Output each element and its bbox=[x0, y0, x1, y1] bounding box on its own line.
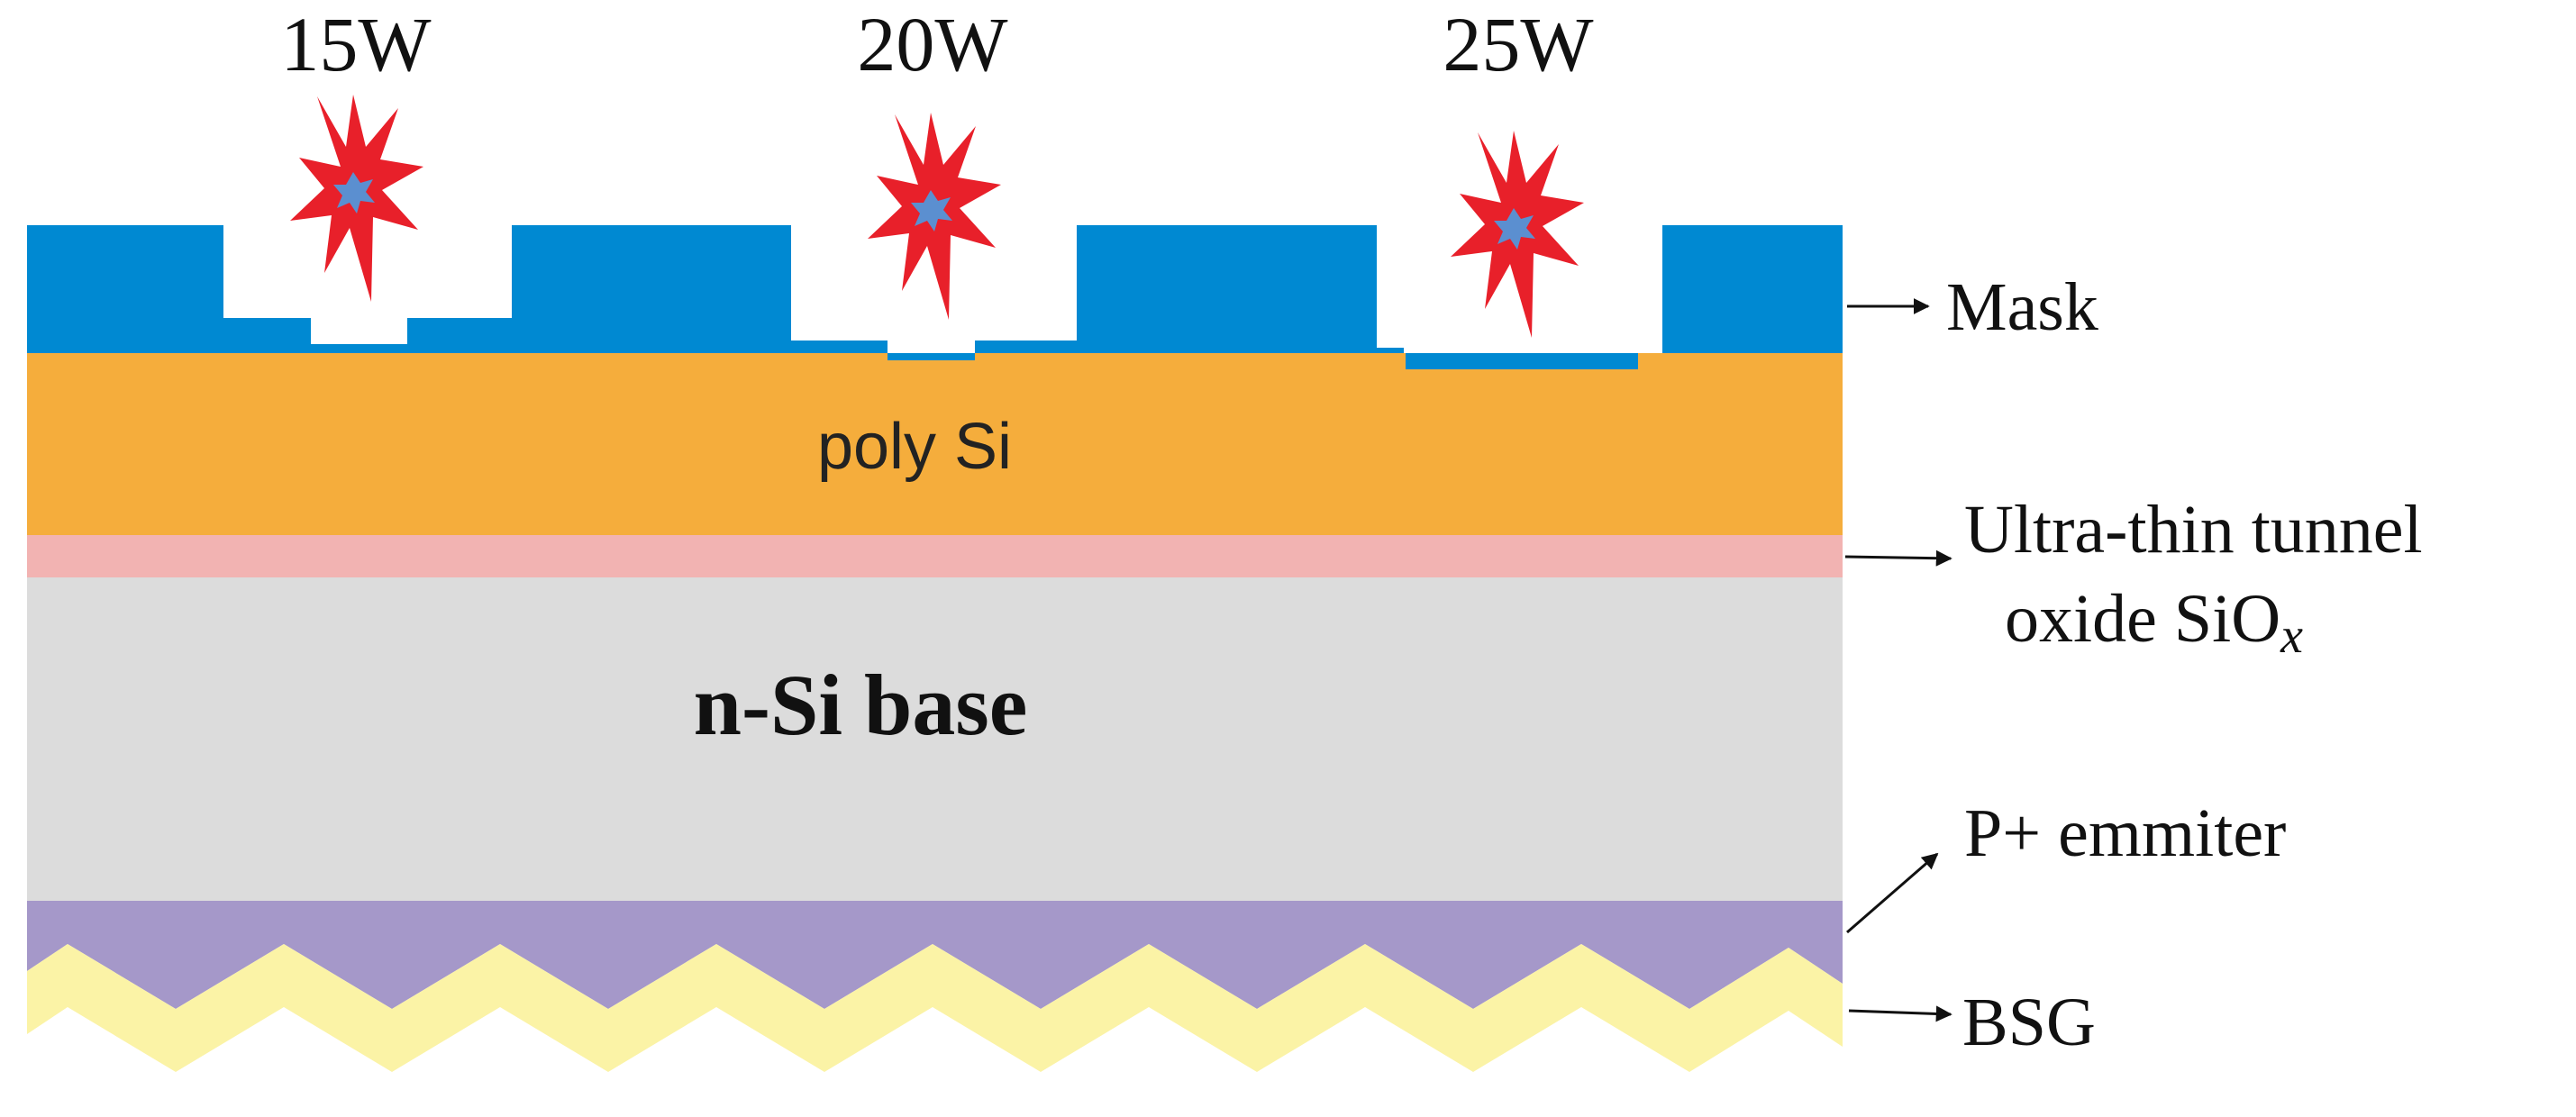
laser-burst-icon bbox=[868, 113, 1001, 320]
laser-power-label-15w: 15W bbox=[280, 1, 431, 87]
bsg-label: BSG bbox=[1962, 985, 2096, 1060]
tunnel-oxide-label-line1: Ultra-thin tunnel bbox=[1964, 492, 2423, 568]
arrow-right-icon bbox=[1846, 852, 1939, 934]
tunnel-oxide-label-main: oxide SiO bbox=[2005, 581, 2280, 657]
laser-power-label-25w: 25W bbox=[1443, 1, 1593, 87]
p-plus-emitter-label: P+ emmiter bbox=[1964, 795, 2286, 871]
laser-power-label-20w: 20W bbox=[857, 1, 1007, 87]
mask-layer bbox=[1404, 225, 1843, 369]
tunnel-oxide-label-line2: oxide SiOx bbox=[2005, 581, 2303, 664]
laser-burst-icon bbox=[290, 95, 423, 302]
arrow-right-icon bbox=[1844, 549, 1952, 567]
laser-burst-icon bbox=[1451, 131, 1584, 338]
tunnel-oxide-label-sub: x bbox=[2280, 608, 2303, 664]
mask-layer bbox=[27, 225, 1404, 360]
n-si-base-label: n-Si base bbox=[694, 657, 1028, 753]
n-si-base-layer bbox=[27, 577, 1843, 910]
poly-si-label: poly Si bbox=[817, 411, 1012, 483]
bsg-layer bbox=[27, 944, 1843, 1072]
arrow-right-icon bbox=[1848, 1005, 1952, 1022]
p-plus-emitter-layer bbox=[27, 901, 1843, 1009]
tunnel-oxide-layer bbox=[27, 534, 1843, 577]
poly-si-layer bbox=[27, 353, 1843, 535]
mask-label: Mask bbox=[1946, 269, 2098, 345]
